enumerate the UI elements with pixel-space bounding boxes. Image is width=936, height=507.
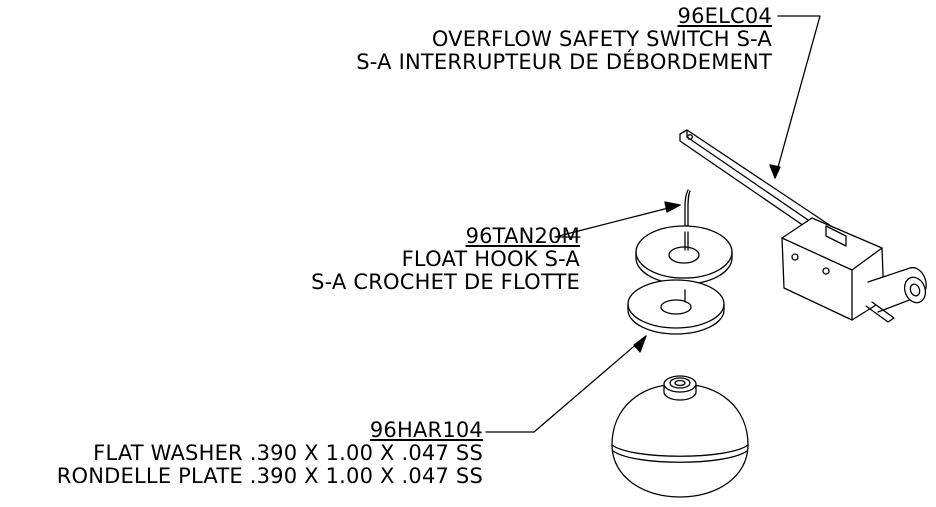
lower-washer-outer bbox=[627, 279, 725, 329]
part-number-hook: 96TAN20M bbox=[465, 224, 580, 248]
part-description-en: FLAT WASHER .390 X 1.00 X .047 SS bbox=[93, 441, 483, 465]
lower-washer-hole bbox=[660, 299, 692, 315]
callout-overflow-switch: 96ELC04 OVERFLOW SAFETY SWITCH S-A S-A I… bbox=[356, 5, 772, 74]
float-ball-body bbox=[611, 383, 749, 498]
switch-lever-hole bbox=[687, 134, 693, 140]
callout-flat-washer: 96HAR104 FLAT WASHER .390 X 1.00 X .047 … bbox=[57, 419, 483, 488]
switch-terminal-tab bbox=[865, 301, 895, 323]
leader-washer bbox=[485, 335, 647, 433]
leader-hook bbox=[554, 204, 681, 238]
leader-hook-arrow bbox=[664, 201, 681, 213]
float-ball-boss-ring bbox=[669, 377, 691, 389]
part-description-en: FLOAT HOOK S-A bbox=[401, 247, 580, 271]
upper-washer-hole bbox=[668, 246, 700, 264]
float-ball-seam bbox=[611, 444, 749, 457]
part-description-en: OVERFLOW SAFETY SWITCH S-A bbox=[431, 27, 772, 51]
float-ball-seam bbox=[612, 450, 748, 463]
upper-washer-outer bbox=[635, 225, 733, 279]
part-number-washer: 96HAR104 bbox=[369, 418, 483, 442]
switch-body-edge bbox=[781, 237, 853, 271]
switch-mount-hole bbox=[822, 267, 830, 275]
switch-lever-foot bbox=[825, 225, 847, 247]
leader-washer-arrow bbox=[633, 335, 647, 353]
overflow-switch-part bbox=[679, 129, 927, 323]
float-ball-boss-hole bbox=[674, 379, 686, 387]
float-hook-wire bbox=[684, 189, 689, 257]
float-hook-wire-shadow bbox=[687, 190, 691, 259]
switch-mount-hole bbox=[791, 253, 799, 261]
part-description-fr: RONDELLE PLATE .390 X 1.00 X .047 SS bbox=[56, 464, 483, 488]
switch-plunger-bore bbox=[909, 283, 921, 297]
part-description-fr: S-A CROCHET DE FLOTTE bbox=[311, 270, 580, 294]
part-number-switch: 96ELC04 bbox=[677, 4, 772, 28]
switch-body-edge bbox=[851, 247, 883, 271]
leader-switch-arrow bbox=[769, 164, 781, 179]
callout-float-hook: 96TAN20M FLOAT HOOK S-A S-A CROCHET DE F… bbox=[311, 225, 580, 294]
lower-washer-part bbox=[627, 279, 725, 335]
lower-washer-thickness bbox=[627, 303, 725, 335]
switch-plunger-end bbox=[903, 276, 927, 304]
float-ball-part bbox=[611, 375, 749, 498]
leader-lines bbox=[485, 15, 821, 433]
leader-switch bbox=[774, 15, 821, 179]
part-description-fr: S-A INTERRUPTEUR DE DÉBORDEMENT bbox=[356, 50, 772, 74]
upper-washer-part bbox=[635, 225, 733, 285]
